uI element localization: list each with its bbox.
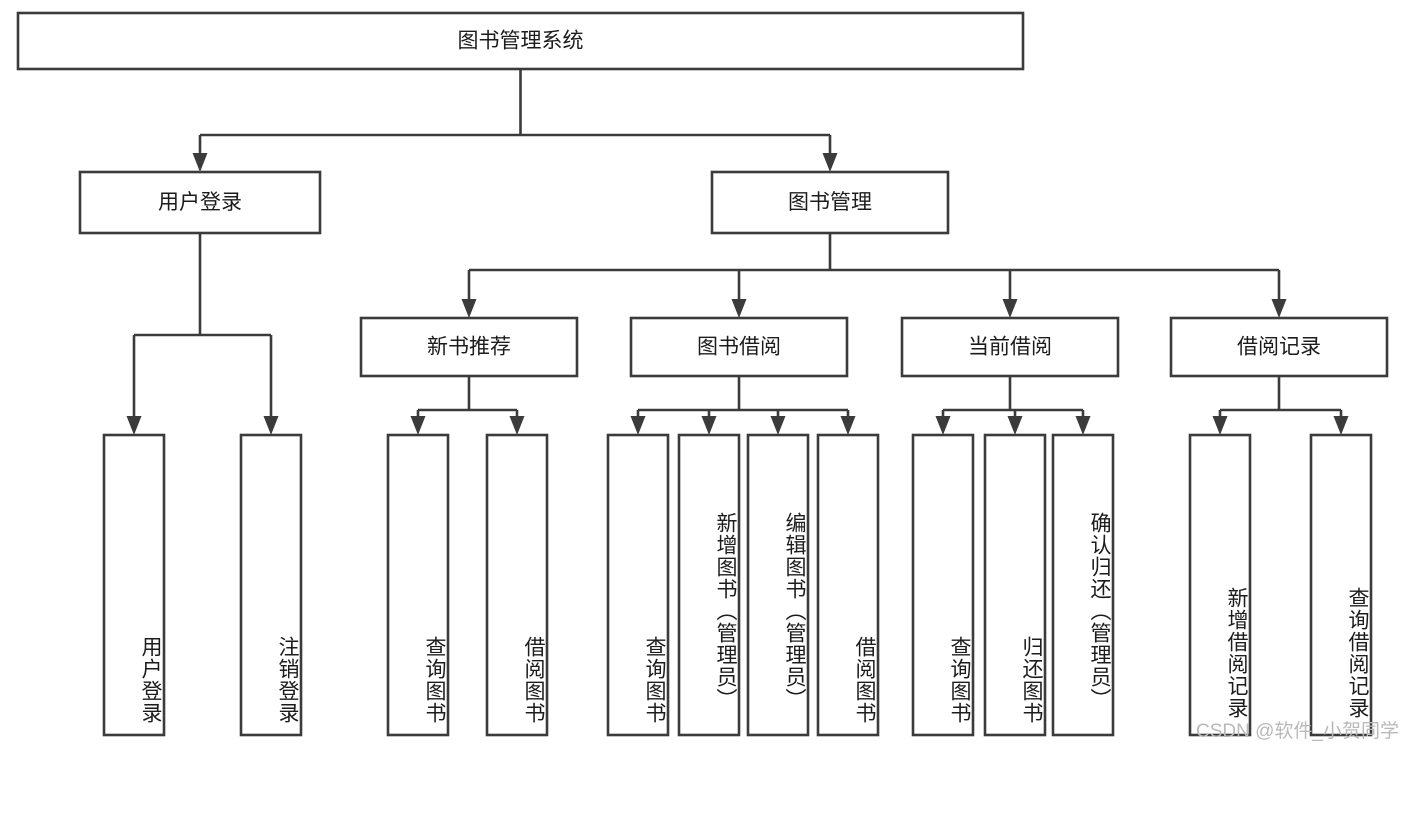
node-leaf-borrow-book-1[interactable] (485, 433, 549, 737)
label-user-login: 用户登录 (158, 191, 242, 214)
label-book-management: 图书管理 (788, 191, 872, 214)
connector-group (126, 69, 1349, 435)
node-leaf-add-record[interactable] (1188, 433, 1252, 737)
node-leaf-logout-login[interactable] (239, 433, 303, 737)
node-leaf-edit-book[interactable] (746, 433, 810, 737)
node-leaf-confirm-return[interactable] (1051, 433, 1115, 737)
label-current-borrow: 当前借阅 (968, 336, 1052, 359)
node-leaf-borrow-book-2[interactable] (816, 433, 880, 737)
node-leaf-query-book-3[interactable] (911, 433, 975, 737)
node-user-login[interactable] (78, 170, 322, 235)
node-current-borrow[interactable] (900, 316, 1120, 378)
functional-structure-diagram: 图书管理系统用户登录图书管理新书推荐图书借阅当前借阅借阅记录 用户登录注销登录查… (16, 11, 1399, 742)
node-root[interactable] (16, 11, 1025, 71)
node-leaf-add-book[interactable] (677, 433, 741, 737)
node-leaf-query-record[interactable] (1309, 433, 1373, 737)
node-borrow-record[interactable] (1169, 316, 1389, 378)
node-leaf-return-book[interactable] (983, 433, 1047, 737)
node-leaf-query-book-2[interactable] (606, 433, 670, 737)
node-box-group (16, 11, 1389, 737)
label-borrow-record: 借阅记录 (1237, 336, 1321, 359)
node-book-borrow[interactable] (629, 316, 849, 378)
node-leaf-user-login[interactable] (102, 433, 166, 737)
node-leaf-query-book-1[interactable] (386, 433, 450, 737)
node-new-book-recommend[interactable] (359, 316, 579, 378)
label-book-borrow: 图书借阅 (697, 336, 781, 359)
label-root: 图书管理系统 (458, 30, 584, 53)
label-new-book-recommend: 新书推荐 (427, 336, 511, 359)
node-book-management[interactable] (710, 170, 950, 235)
csdn-watermark: CSDN @软件_小贺同学 (1196, 721, 1399, 742)
